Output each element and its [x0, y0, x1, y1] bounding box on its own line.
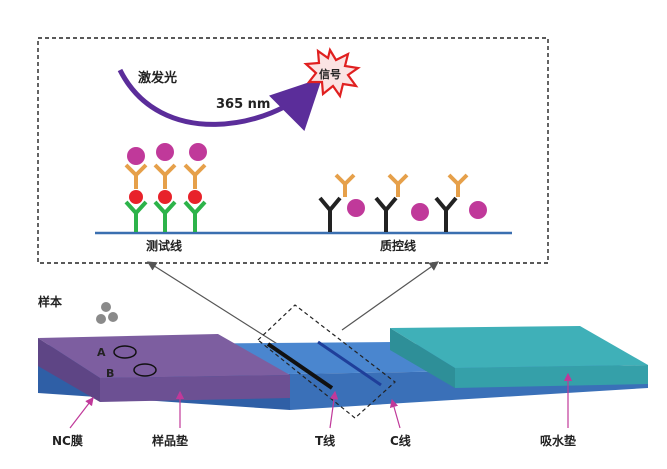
leader-lines	[69, 372, 573, 429]
control-complex-2	[374, 173, 429, 232]
excitation-label: 激发光	[138, 70, 177, 86]
test-line-label: 测试线	[146, 238, 182, 253]
sample-pad-front	[38, 338, 100, 402]
signal-label: 信号	[319, 67, 341, 81]
sample-pad-top	[38, 334, 290, 378]
strip-zoom-region	[257, 304, 396, 419]
excitation-arrow	[117, 68, 323, 131]
nc-membrane-label: NC膜	[52, 433, 83, 448]
test-complex-1	[124, 147, 148, 232]
absorbent-pad-front	[390, 328, 455, 388]
starburst-icon	[303, 47, 361, 99]
test-line-complexes	[124, 143, 207, 232]
control-complex-3	[434, 173, 487, 232]
zoom-box	[37, 37, 549, 264]
marker-b-label: B	[106, 367, 114, 380]
marker-a-label: A	[97, 346, 106, 359]
sample-label: 样本	[38, 294, 62, 309]
zoom-projection-right	[341, 261, 439, 331]
test-complex-2	[153, 143, 177, 232]
control-line-label: 质控线	[380, 238, 416, 253]
test-strip	[38, 304, 648, 419]
sample-pad-side	[100, 375, 290, 402]
absorbent-pad-top	[390, 326, 648, 368]
c-line	[317, 340, 382, 387]
test-complex-3	[183, 143, 207, 232]
t-line	[266, 342, 334, 390]
marker-b-ellipse	[133, 363, 157, 377]
absorbent-pad-side	[455, 365, 648, 388]
marker-a-ellipse	[113, 345, 137, 359]
wavelength-label: 365 nm	[216, 97, 270, 112]
zoom-projection-left	[146, 261, 291, 353]
control-line-complexes	[318, 173, 487, 232]
t-line-label: T线	[315, 433, 335, 448]
droplets-icon	[96, 302, 118, 324]
control-complex-1	[318, 173, 365, 232]
sample-pad-label: 样品垫	[152, 433, 188, 448]
absorbent-pad-label: 吸水垫	[540, 433, 576, 448]
c-line-label: C线	[390, 433, 411, 448]
